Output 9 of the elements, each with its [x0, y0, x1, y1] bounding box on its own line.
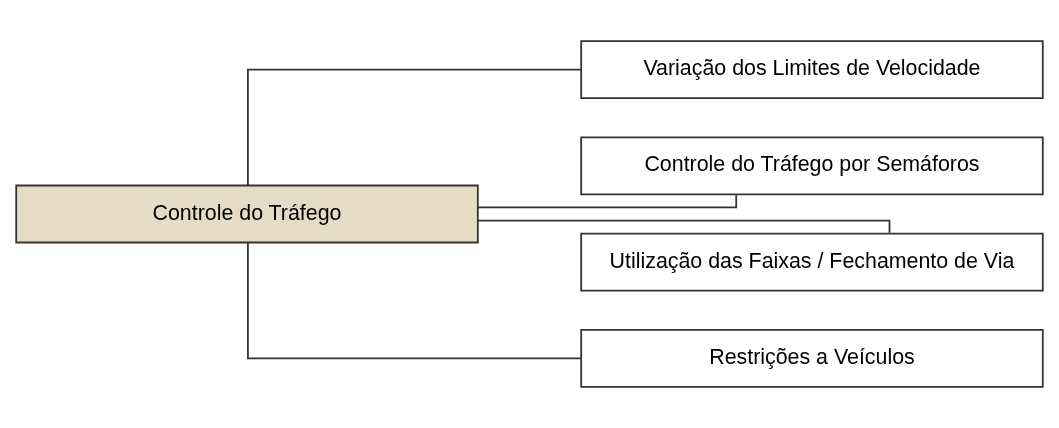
connector — [477, 194, 738, 209]
node-box: Utilização das Faixas / Fechamento de Via — [580, 232, 1044, 292]
connector — [477, 219, 891, 234]
node-box: Controle do Tráfego — [15, 184, 479, 244]
node-box: Restrições a Veículos — [580, 328, 1044, 388]
connector — [247, 68, 582, 187]
connector — [247, 241, 582, 360]
node-box: Variação dos Limites de Velocidade — [580, 40, 1044, 100]
node-box: Controle do Tráfego por Semáforos — [580, 136, 1044, 196]
